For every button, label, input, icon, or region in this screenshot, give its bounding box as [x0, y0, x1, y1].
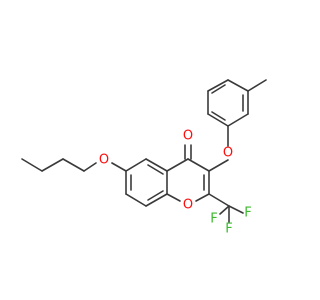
bond [125, 193, 147, 207]
bond [145, 193, 168, 207]
bond [219, 205, 230, 215]
bond [145, 158, 168, 172]
bond [187, 158, 210, 172]
carbonyl-oxygen-label: O [183, 129, 193, 144]
bond [111, 162, 127, 172]
molecule-diagram: O O O O F F F [21, 79, 267, 237]
bond [147, 190, 164, 201]
bonds [21, 79, 267, 223]
bond [208, 193, 230, 207]
structure-svg: O O O O F F F [21, 79, 267, 237]
atom-labels: O O O O F F F [99, 129, 252, 237]
bond [207, 113, 229, 127]
bond [227, 79, 249, 92]
bond [228, 205, 244, 214]
bond [227, 113, 249, 127]
butoxy-oxygen-label: O [99, 153, 109, 168]
bond [147, 164, 164, 175]
bond [125, 158, 147, 172]
bond [21, 158, 43, 172]
bond [211, 111, 226, 121]
bond [195, 193, 210, 202]
ether-oxygen-label: O [223, 146, 233, 161]
bond [208, 159, 229, 172]
bond [247, 79, 267, 92]
bond [41, 158, 64, 172]
bond [83, 162, 97, 172]
bond [166, 193, 181, 202]
bond [207, 79, 229, 92]
fluorine-label-left: F [210, 212, 217, 227]
bond [211, 84, 226, 94]
fluorine-label-right: F [244, 206, 251, 221]
fluorine-label-bottom: F [225, 222, 232, 237]
ring-oxygen-label: O [183, 198, 193, 213]
bond [62, 158, 85, 172]
bond [166, 158, 189, 172]
